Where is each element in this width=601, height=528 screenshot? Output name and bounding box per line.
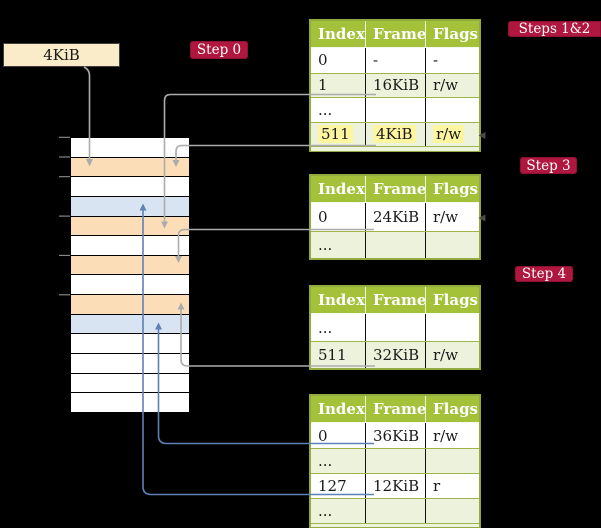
memory-frame-row	[71, 138, 189, 157]
badge-step-4: Step 4	[515, 266, 573, 282]
table-cell: r	[433, 477, 441, 495]
table-cell: r/w	[433, 426, 459, 445]
column-header-frame: Frame	[366, 176, 426, 202]
column-header-flags: Flags	[433, 25, 478, 43]
highlighted-value: r/w	[433, 125, 465, 144]
table-cell: 16KiB	[366, 73, 426, 97]
memory-frame-row	[71, 254, 189, 275]
table-cell	[366, 231, 426, 258]
memory-frame-row	[71, 313, 189, 334]
table-cell	[366, 499, 426, 523]
table-cell: 0	[311, 48, 366, 73]
badge-steps-1-2: Steps 1&2	[508, 21, 601, 37]
table-cell: 127	[311, 474, 366, 498]
table-cell: 4KiB	[366, 122, 426, 146]
memory-frame-row	[71, 274, 189, 295]
table-cell: -	[433, 51, 439, 70]
table-cell: 36KiB	[366, 423, 426, 448]
memory-frame-row	[71, 372, 189, 393]
table-row: ...	[311, 498, 479, 523]
table-cell	[426, 449, 479, 473]
memory-frame-row	[71, 176, 189, 196]
table-cell: ...	[311, 499, 366, 523]
table-cell: ...	[311, 314, 366, 341]
table-cell: 12KiB	[366, 474, 426, 498]
memory-frame-row	[71, 195, 189, 216]
table-cell: 511	[311, 122, 366, 146]
table-cell: r/w	[433, 346, 459, 364]
free-size-label: 4KiB	[43, 46, 80, 64]
table-cell	[366, 449, 426, 473]
table-cell: 1	[311, 73, 366, 97]
column-header-flags: Flags	[433, 400, 478, 418]
table-row: 0--	[311, 48, 479, 73]
column-header-frame: Frame	[366, 287, 426, 313]
memory-frame-row	[71, 294, 189, 314]
physical-memory-stack	[70, 137, 190, 413]
table-cell	[426, 314, 479, 341]
column-header-index: Index	[311, 176, 366, 202]
table-cell: ...	[311, 231, 366, 258]
highlighted-value: 511	[318, 125, 353, 144]
memory-frame-row	[71, 156, 189, 177]
badge-step-0: Step 0	[190, 41, 248, 59]
clipped-row-strip	[311, 146, 479, 151]
table-cell	[426, 232, 479, 259]
column-header-frame: Frame	[366, 396, 426, 422]
table-cell	[426, 499, 479, 523]
table-cell: 32KiB	[366, 342, 426, 368]
table-row: ...	[311, 230, 479, 259]
memory-frame-row	[71, 215, 189, 236]
table-cell: 0	[311, 203, 366, 231]
table-cell	[366, 98, 426, 122]
column-header-index: Index	[311, 287, 366, 313]
table-cell: 511	[311, 342, 366, 368]
memory-frame-row	[71, 235, 189, 255]
table-row: ...	[311, 448, 479, 473]
free-size-label-box: 4KiB	[3, 43, 120, 67]
table-cell: r/w	[433, 207, 459, 226]
table-cell	[426, 98, 479, 122]
badge-step-3: Step 3	[520, 157, 577, 174]
table-row: 511 4KiB r/w	[311, 121, 479, 147]
table-cell: 24KiB	[366, 203, 426, 231]
table-cell	[366, 314, 426, 341]
memory-tick-marks	[59, 136, 70, 296]
memory-frame-row	[71, 392, 189, 412]
memory-frame-row	[71, 333, 189, 354]
memory-frame-row	[71, 353, 189, 373]
table-cell: ...	[311, 98, 366, 122]
highlighted-value: 4KiB	[373, 125, 416, 144]
column-header-index: Index	[311, 396, 366, 422]
table-cell: r/w	[433, 76, 459, 95]
table-cell: ...	[311, 449, 366, 473]
column-header-flags: Flags	[433, 180, 478, 198]
column-header-index: Index	[311, 21, 366, 47]
column-header-frame: Frame	[366, 21, 426, 47]
clipped-row-strip	[311, 523, 479, 527]
table-cell: -	[366, 48, 426, 73]
column-header-flags: Flags	[433, 291, 478, 309]
table-cell: 0	[311, 423, 366, 448]
table-row: ...	[311, 314, 479, 341]
table-cell: r/w	[426, 123, 479, 147]
table-row: ...	[311, 97, 479, 122]
